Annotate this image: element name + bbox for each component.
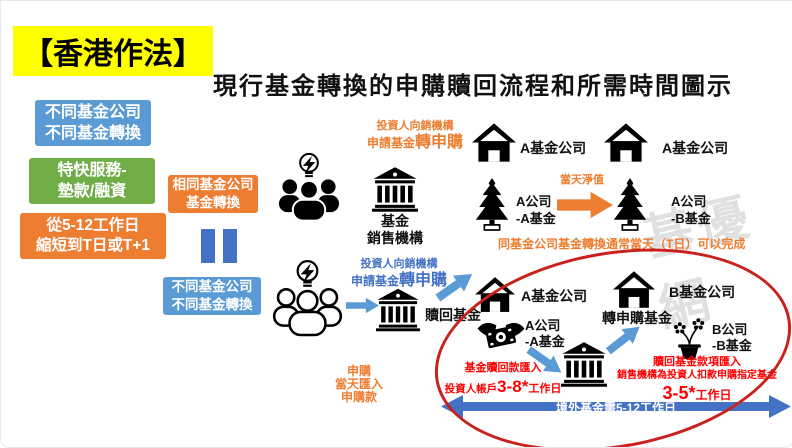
investors-group-icon [271,152,347,226]
flying-money-icon [476,316,526,355]
fund-company-b-fund-label: B公司 -B基金 [712,322,752,353]
fund-company-a2-house-icon [604,123,648,162]
apply-arrow [346,293,379,318]
redeemed-fund-label: A公司 -A基金 [525,318,565,349]
redeem-days-note: 基金贖回款匯入 投資人帳戶3-8*工作日 [444,362,562,396]
redeem-fund-label: 贖回基金 [425,307,481,323]
fund-b-tree-label: A公司 -B基金 [671,194,711,226]
bottom-flow-caption: 投資人向銷機構 申請基金轉申購 [350,258,448,290]
distributor-bank3-icon [561,342,607,387]
same-day-conversion-arrow [557,190,613,220]
fund-company-a3-label: A基金公司 [521,288,588,304]
offshore-duration-double-arrow [441,395,791,418]
fund-a-tree-icon [475,178,509,231]
box-express-service: 特快服務- 墊款/融資 [29,158,155,204]
fund-company-a-label: A基金公司 [520,140,587,156]
fund-company-a3-house-icon [475,277,515,312]
box-different-fund-company: 不同基金公司 不同基金轉換 [35,100,151,146]
same-company-note: 同基金公司基金轉換通常當天（T日）可以完成 [498,237,746,251]
resubscribe-fund-label: 轉申購基金 [602,310,672,326]
top-flow-caption: 投資人向銷機構 申請基金轉申購 [366,120,464,152]
page-title: 【香港作法】 [13,26,213,76]
fund-b-tree-icon [613,178,647,231]
investors-group-outline-icon [269,259,346,341]
fund-distributor-bank-icon [372,167,418,212]
diagram-subtitle: 現行基金轉換的申購贖回流程和所需時間圖示 [213,73,733,100]
box-same-fund-company: 相同基金公司 基金轉換 [168,175,258,213]
potted-flower-icon [671,312,708,359]
fund-a-tree-label: A公司 -A基金 [516,194,556,226]
fund-company-a2-label: A基金公司 [662,140,729,156]
fund-company-b-label: B基金公司 [669,284,736,300]
fund-company-a-house-icon [472,123,516,162]
purchase-payment-note: 申購 當天匯入 申購款 [334,364,383,404]
box-shorten-days: 從5-12工作日 縮短到T日或T+1 [20,213,166,259]
fund-company-b-house-icon [613,271,655,308]
fund-distributor-label: 基金 銷售機構 [367,213,423,246]
offshore-duration-label: 境外基金需5-12工作日 [555,401,677,415]
same-day-nav-label: 當天淨值 [560,174,604,186]
box-different-fund-company-2: 不同基金公司 不同基金轉換 [163,277,261,315]
resubscribe-days-note: 贖回基金款項匯入 銷售機構為投資人扣款申購指定基金 3-5*工作日 [617,356,777,404]
distributor-bank2-icon [376,288,420,332]
